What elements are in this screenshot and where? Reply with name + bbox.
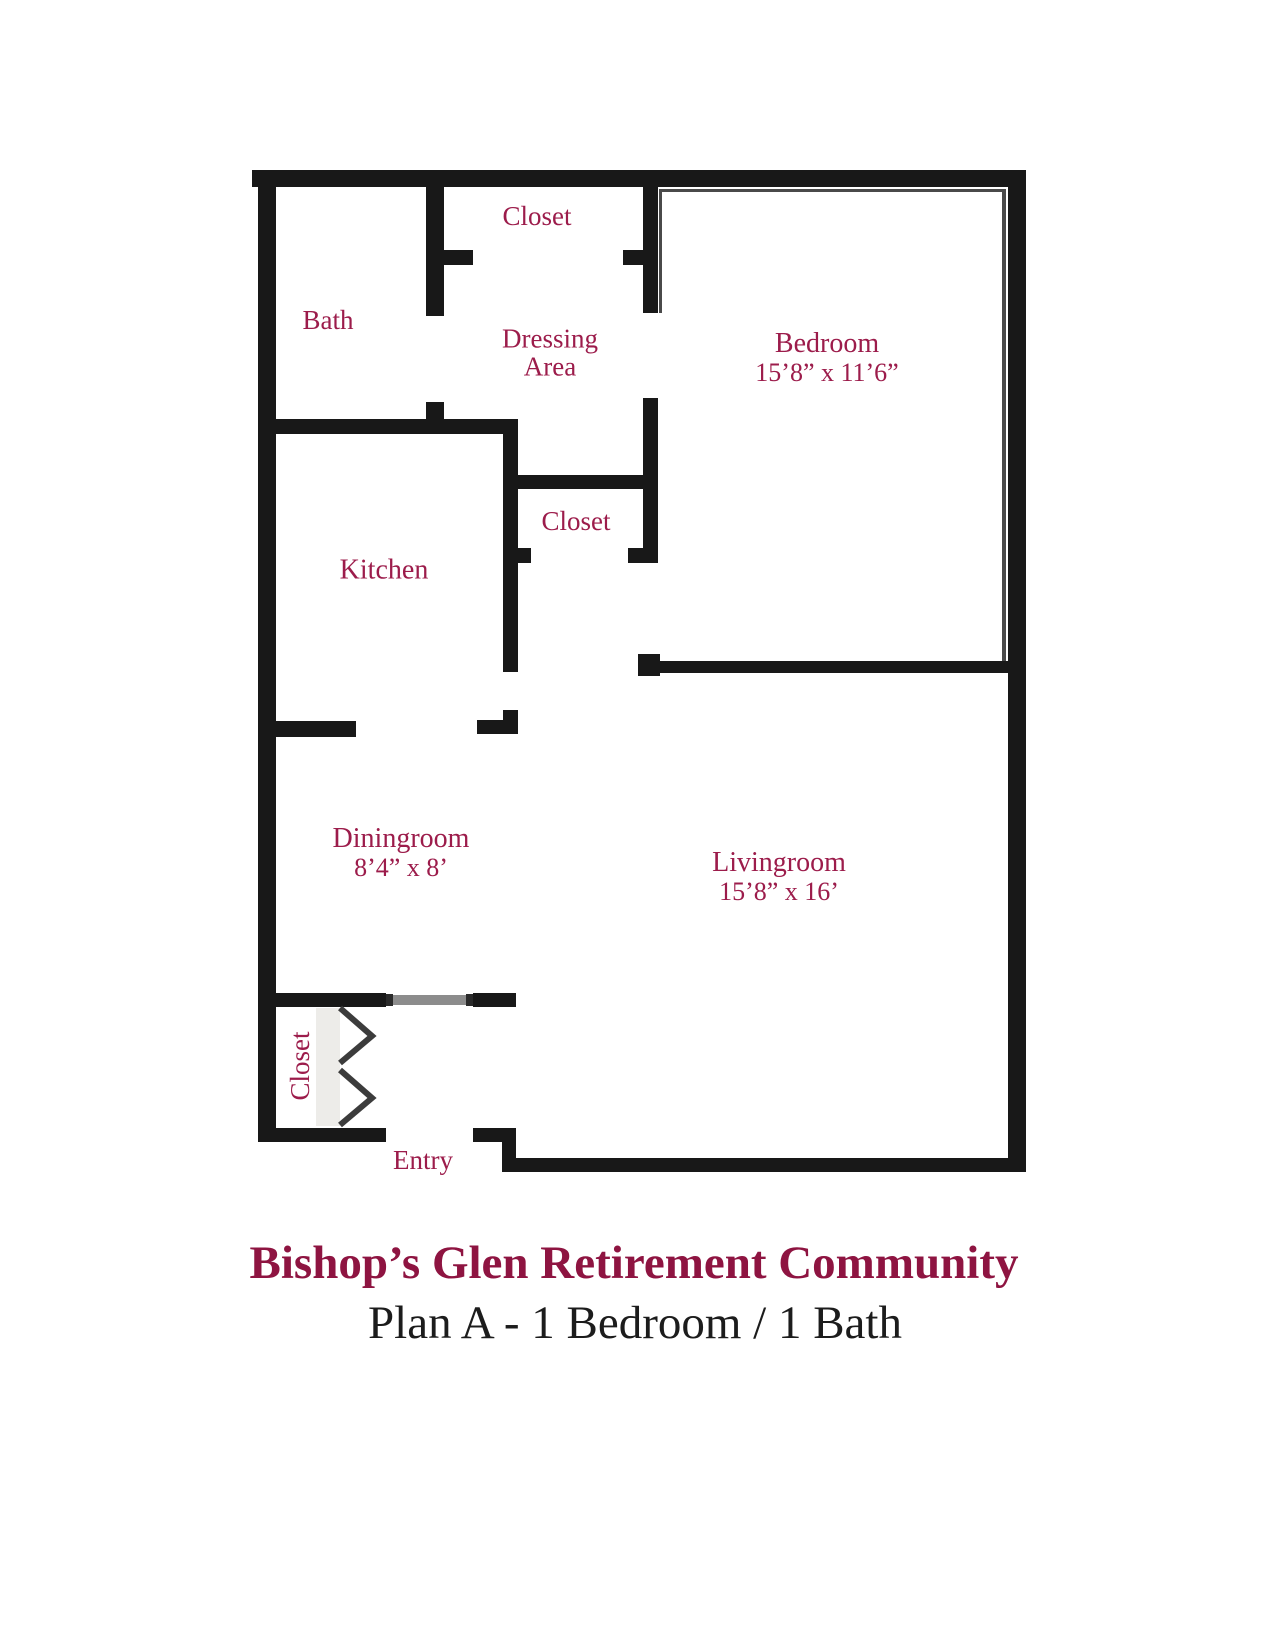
dining-entry-door-cap-left: [386, 994, 393, 1006]
closet-entry-shade: [316, 1008, 340, 1126]
closet-bifold-door-icon: [338, 1005, 377, 1128]
wall-dining-south-left: [258, 993, 386, 1007]
bedroom-label-name: Bedroom: [774, 328, 880, 359]
wall-dressing-bedroom-divider: [643, 187, 658, 313]
entry-label: Entry: [393, 1144, 453, 1175]
diningroom-label-name: Diningroom: [332, 823, 470, 854]
wall-bottom-right: [502, 1158, 1026, 1172]
wall-dining-south-right: [473, 993, 516, 1007]
wall-closet-mid-top: [518, 475, 644, 489]
bedroom-inner-line-left: [659, 189, 662, 313]
wall-bottom-left: [258, 1128, 386, 1142]
wall-kitchen-corner-h: [477, 720, 518, 734]
closet-entry-label: Closet: [284, 1031, 315, 1101]
wall-bath-door-stub: [426, 402, 444, 419]
closet-top-label: Closet: [502, 200, 572, 231]
page-title: Bishop’s Glen Retirement Community: [249, 1237, 1019, 1289]
wall-closet-mid-right-jamb: [628, 548, 643, 563]
diningroom-label-dimensions: 8’4” x 8’: [354, 853, 448, 882]
wall-bath-south: [258, 419, 518, 434]
wall-living-divider-cap: [638, 654, 660, 676]
bedroom-label-dimensions: 15’8” x 11’6”: [755, 358, 899, 387]
bedroom-label: Bedroom 15’8” x 11’6”: [755, 329, 898, 387]
wall-closet-mid-right: [643, 398, 658, 563]
bedroom-inner-line-right: [1002, 189, 1006, 661]
wall-outer-right: [1008, 170, 1026, 1172]
wall-kitchen-right: [503, 434, 518, 672]
wall-kitchen-bottom: [258, 721, 356, 737]
kitchen-label: Kitchen: [339, 554, 429, 586]
wall-closet-mid-left-jamb: [518, 548, 531, 563]
dressing-area-label-line1: Dressing: [502, 323, 598, 354]
page-subtitle: Plan A - 1 Bedroom / 1 Bath: [368, 1297, 902, 1349]
dressing-area-label: Dressing Area: [502, 323, 598, 382]
livingroom-label: Livingroom 15’8” x 16’: [712, 848, 846, 906]
diningroom-label: Diningroom 8’4” x 8’: [333, 824, 470, 882]
wall-bath-closet-divider: [426, 187, 444, 316]
dining-entry-door-cap-right: [466, 994, 473, 1006]
bath-label: Bath: [302, 304, 354, 335]
dining-entry-door: [386, 995, 473, 1005]
wall-closet-top-right-jamb: [623, 250, 644, 265]
livingroom-label-dimensions: 15’8” x 16’: [719, 877, 839, 906]
wall-outer-left: [258, 170, 276, 1142]
closet-middle-label: Closet: [541, 505, 611, 536]
bedroom-inner-line-top: [659, 189, 1006, 192]
wall-closet-top-left-jamb: [444, 250, 473, 265]
wall-living-divider: [655, 661, 1010, 673]
livingroom-label-name: Livingroom: [712, 847, 846, 878]
dressing-area-label-line2: Area: [523, 352, 577, 382]
wall-outer-top: [252, 170, 1026, 187]
